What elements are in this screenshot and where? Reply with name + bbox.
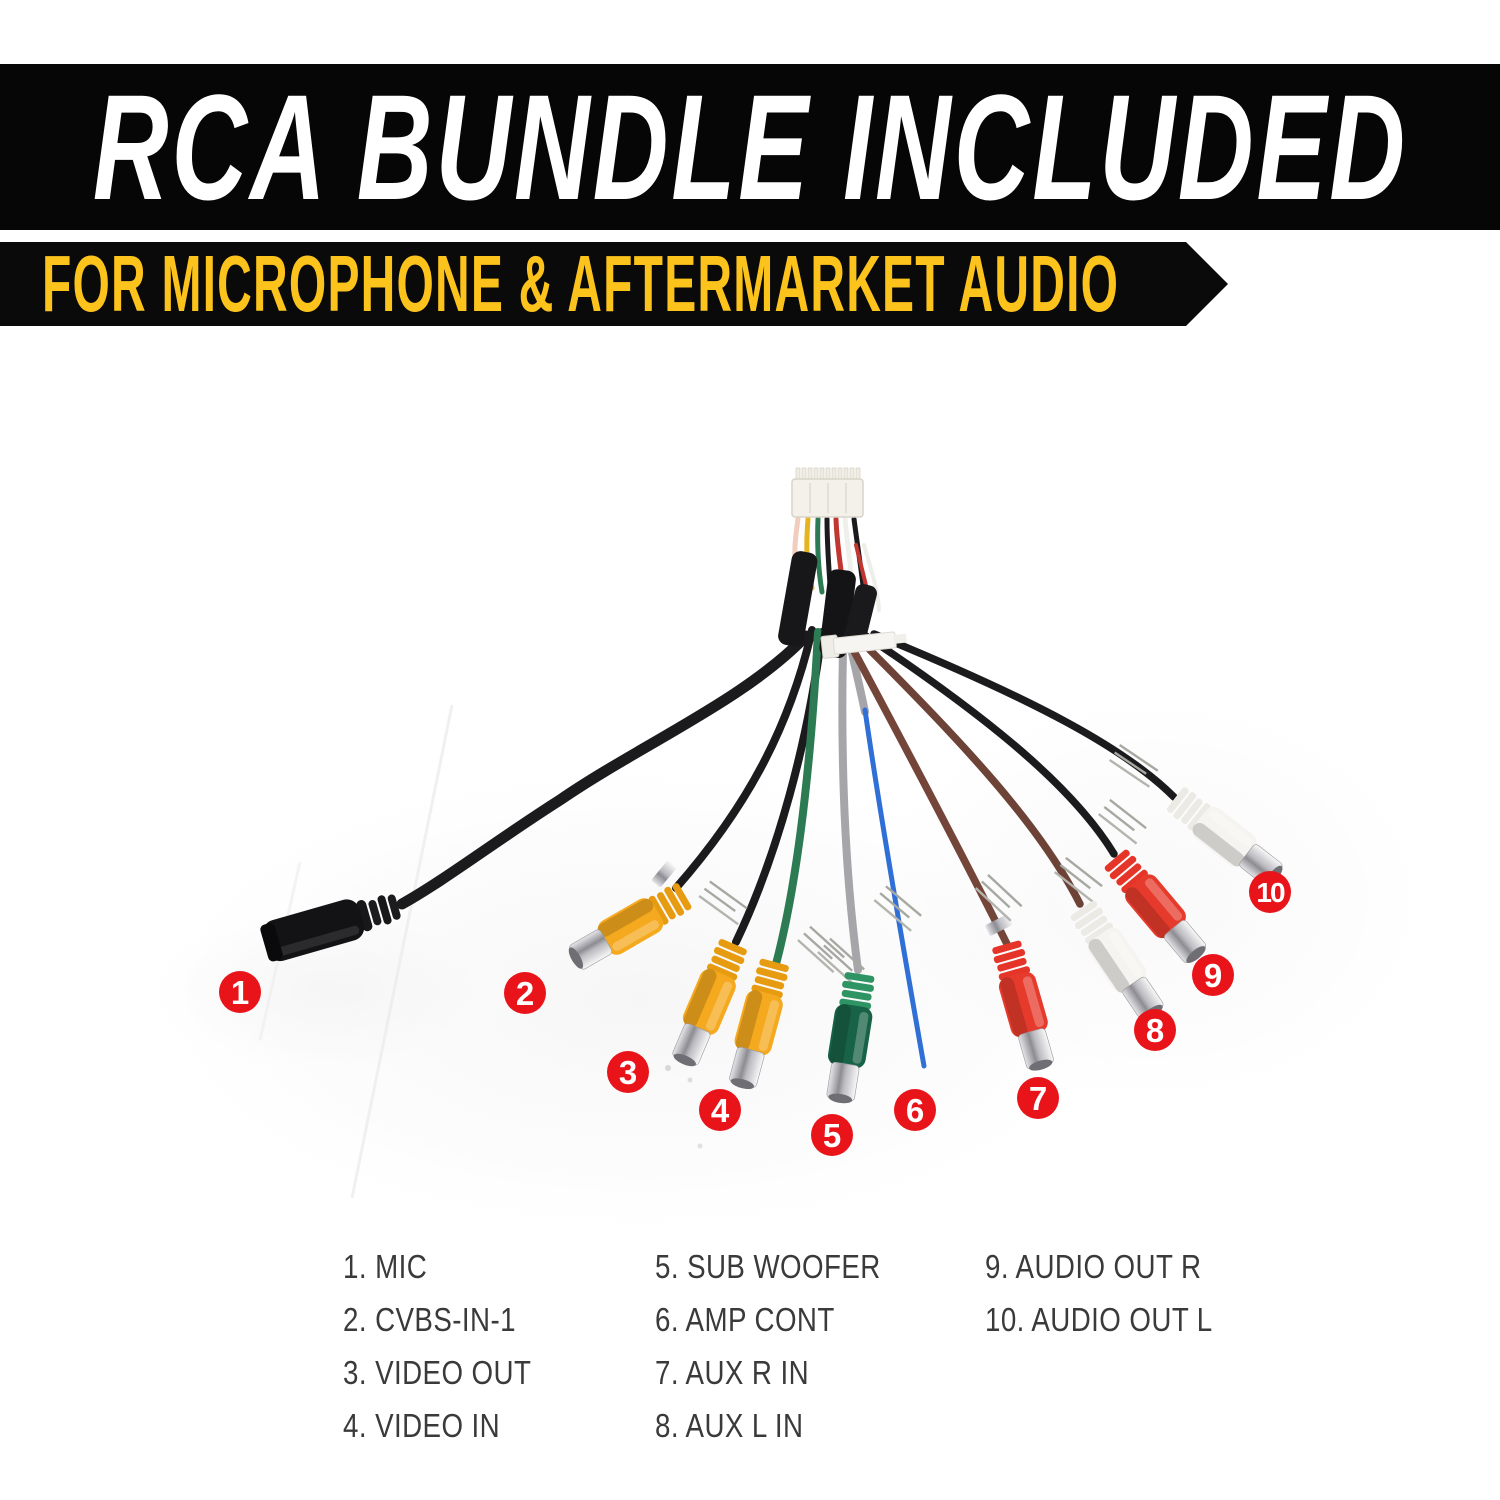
- svg-text:2: 2: [516, 975, 534, 1012]
- legend-item-cvbs: 2. CVBS-IN-1: [343, 1301, 516, 1338]
- marker-2: 2: [504, 972, 546, 1014]
- legend-item-audio-out-l: 10. AUDIO OUT L: [985, 1301, 1213, 1338]
- svg-text:5: 5: [823, 1117, 841, 1154]
- wire-subwoofer: [838, 644, 862, 974]
- marker-1: 1: [219, 971, 261, 1013]
- subtitle-text: FOR MICROPHONE & AFTERMARKET AUDIO: [42, 239, 1120, 328]
- svg-text:8: 8: [1146, 1012, 1164, 1049]
- svg-text:1: 1: [231, 974, 249, 1011]
- marker-8: 8: [1134, 1009, 1176, 1051]
- legend-item-aux-l-in: 8. AUX L IN: [655, 1407, 804, 1444]
- svg-text:9: 9: [1204, 957, 1222, 994]
- legend-item-mic: 1. MIC: [343, 1248, 428, 1285]
- legend-item-aux-r-in: 7. AUX R IN: [655, 1354, 810, 1391]
- legend-item-video-out: 3. VIDEO OUT: [343, 1354, 532, 1391]
- number-markers: 1 2 3 4 5 6 7: [219, 871, 1291, 1156]
- svg-text:3: 3: [619, 1054, 637, 1091]
- subtitle-ribbon: FOR MICROPHONE & AFTERMARKET AUDIO: [0, 242, 1228, 326]
- cable-tie: [820, 631, 907, 659]
- marker-7: 7: [1017, 1077, 1059, 1119]
- marker-10: 10: [1249, 871, 1291, 913]
- mic-cable: [396, 630, 812, 910]
- legend-item-subwoofer: 5. SUB WOOFER: [655, 1248, 881, 1285]
- legend-column-2: 5. SUB WOOFER 6. AMP CONT 7. AUX R IN 8.…: [655, 1240, 924, 1452]
- wire-video-in: [772, 628, 822, 968]
- wire-labels: [651, 743, 1161, 986]
- legend-column-3: 9. AUDIO OUT R 10. AUDIO OUT L: [985, 1240, 1256, 1346]
- harness-connector: [791, 467, 864, 518]
- wire-aux-r: [844, 636, 1011, 948]
- crimp-band-2: [651, 861, 677, 887]
- marker-6: 6: [894, 1089, 936, 1131]
- headline-banner: RCA BUNDLE INCLUDED: [0, 63, 1500, 231]
- svg-text:7: 7: [1029, 1080, 1047, 1117]
- headline-text: RCA BUNDLE INCLUDED: [92, 62, 1408, 231]
- wire-audio-out-r: [862, 632, 1118, 858]
- marker-5: 5: [811, 1114, 853, 1156]
- legend-column-1: 1. MIC 2. CVBS-IN-1 3. VIDEO OUT 4. VIDE…: [343, 1240, 567, 1452]
- wire-fanout: [396, 626, 1178, 1069]
- harness-head: [778, 467, 907, 659]
- svg-text:4: 4: [711, 1092, 730, 1129]
- wire-amp-cont-blue: [862, 707, 927, 1069]
- crimp-band-7: [985, 914, 1013, 936]
- svg-text:6: 6: [906, 1092, 924, 1129]
- wire-aux-l: [854, 634, 1084, 908]
- svg-text:10: 10: [1256, 877, 1285, 908]
- legend-item-audio-out-r: 9. AUDIO OUT R: [985, 1248, 1202, 1285]
- marker-3: 3: [607, 1051, 649, 1093]
- legend-item-video-in: 4. VIDEO IN: [343, 1407, 501, 1444]
- marker-9: 9: [1192, 954, 1234, 996]
- wire-audio-out-l: [870, 630, 1178, 801]
- wire-cvbs-in: [672, 626, 816, 892]
- marker-4: 4: [699, 1089, 741, 1131]
- mic-jack-connector: [260, 894, 401, 962]
- legend-item-amp-cont: 6. AMP CONT: [655, 1301, 835, 1338]
